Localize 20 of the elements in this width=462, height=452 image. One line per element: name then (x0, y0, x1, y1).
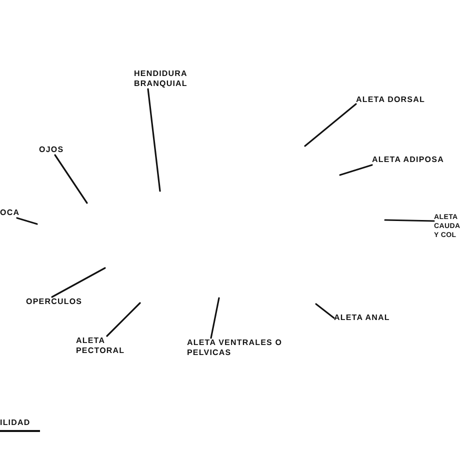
part-label: ALETA DORSAL (356, 95, 426, 105)
leader-line (210, 297, 220, 339)
part-label: ALETA VENTRALES O PELVICAS (187, 338, 307, 358)
part-label: ALETA ANAL (334, 313, 402, 323)
leader-line (54, 154, 88, 204)
part-label: HENDIDURA BRANQUIAL (134, 69, 196, 89)
leader-line (304, 103, 357, 147)
part-label: OPERCULOS (26, 297, 82, 307)
leader-line (384, 219, 435, 222)
leader-line (315, 303, 335, 319)
leader-line (339, 164, 373, 176)
leader-line (106, 302, 141, 337)
leader-line (147, 88, 161, 192)
leader-line (51, 267, 106, 298)
leader-line (16, 217, 38, 225)
underlined-label: ILIDAD (0, 418, 40, 432)
part-label: ALETA PECTORAL (76, 336, 126, 356)
part-label: OJOS (39, 145, 65, 155)
part-label: OCA (0, 208, 20, 218)
part-label: ALETA ADIPOSA (372, 155, 450, 165)
